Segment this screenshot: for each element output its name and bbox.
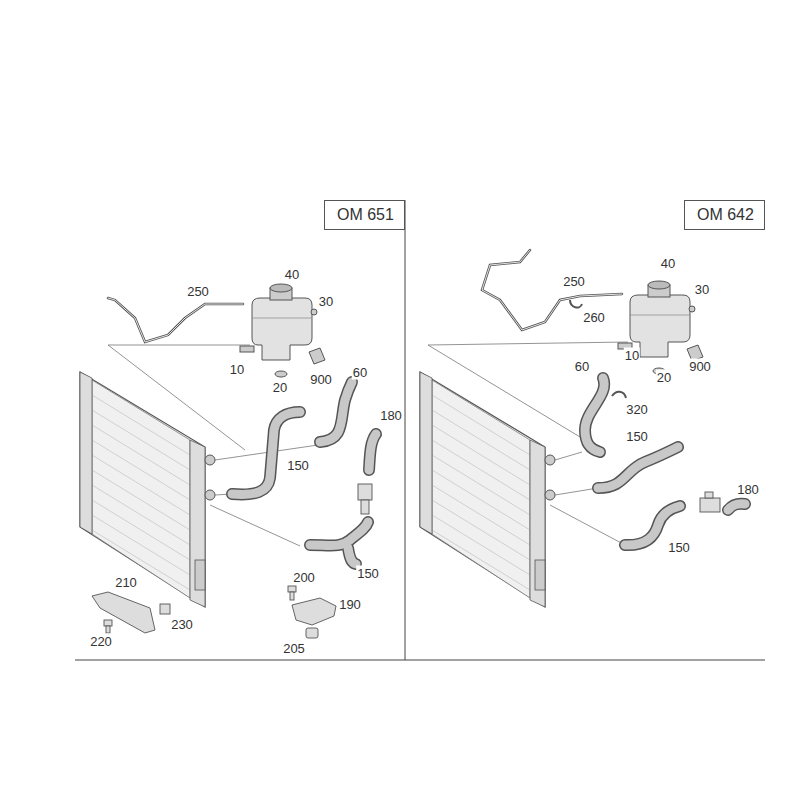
callout-number: 210 [114, 575, 138, 590]
callout-number: 150 [286, 458, 310, 473]
callout-number: 20 [656, 370, 672, 385]
callout-number: 150 [625, 429, 649, 444]
callout-number: 10 [229, 362, 245, 377]
callout-number: 250 [186, 284, 210, 299]
callout-number: 900 [309, 372, 333, 387]
callout-number: 180 [379, 408, 403, 423]
callout-number: 180 [736, 482, 760, 497]
engine-code: OM 642 [697, 206, 754, 224]
callout-number: 40 [284, 267, 300, 282]
callout-number: 900 [688, 359, 712, 374]
callout-number: 190 [338, 597, 362, 612]
callout-number: 220 [89, 634, 113, 649]
callout-number: 250 [562, 274, 586, 289]
callout-number: 150 [356, 566, 380, 581]
callout-number: 20 [272, 380, 288, 395]
callout-number: 40 [660, 256, 676, 271]
callout-number: 260 [582, 310, 606, 325]
section-header-box: OM 642 [684, 200, 765, 230]
callout-number: 10 [624, 348, 640, 363]
callout-number: 320 [625, 402, 649, 417]
callout-number: 230 [170, 617, 194, 632]
callout-number: 150 [667, 540, 691, 555]
callout-number: 200 [292, 570, 316, 585]
callout-number: 205 [282, 641, 306, 656]
callout-number: 30 [318, 294, 334, 309]
callout-number: 60 [574, 359, 590, 374]
section-header-box: OM 651 [324, 200, 405, 230]
engine-code: OM 651 [337, 206, 394, 224]
callout-number: 60 [352, 365, 368, 380]
callout-number: 30 [694, 282, 710, 297]
